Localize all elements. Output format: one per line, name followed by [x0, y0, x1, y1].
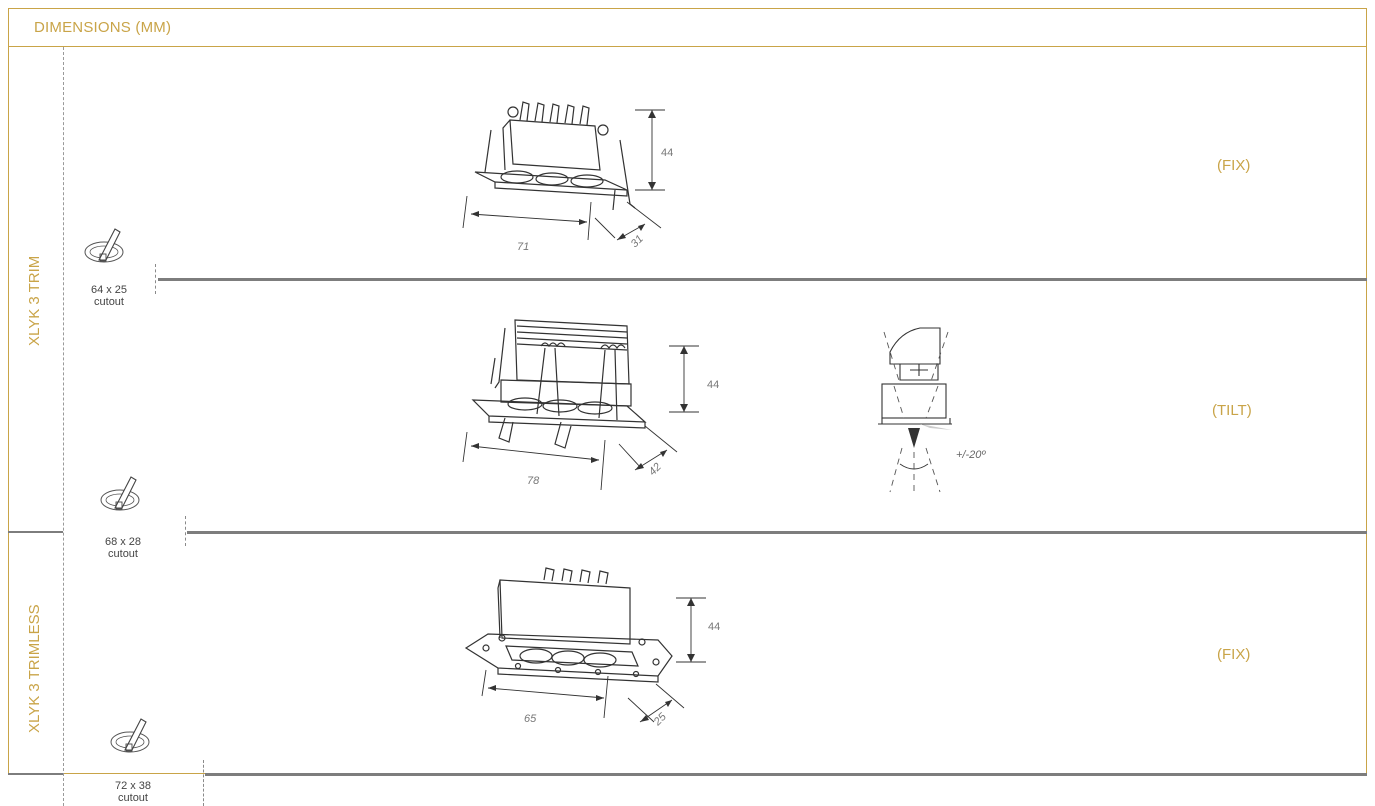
cutout-size: 68 x 28 [104, 536, 142, 548]
dim-depth: 31 [629, 233, 646, 250]
cutout-info: 64 x 25 cutout [76, 284, 142, 308]
cutout-tick [185, 516, 186, 546]
section-separator [8, 773, 63, 775]
dim-width: 71 [517, 241, 529, 253]
cutout-saw-icon [100, 476, 140, 511]
mode-label-tilt: (TILT) [1212, 402, 1252, 419]
fixture-drawing-trim-fix: 44 71 31 [462, 101, 673, 253]
tilt-angle: +/-20º [956, 449, 986, 461]
mode-label-fix: (FIX) [1217, 157, 1251, 174]
dim-height: 44 [661, 147, 673, 159]
cutout-size: 72 x 38 [114, 780, 152, 792]
dim-height: 44 [707, 379, 719, 391]
cutout-saw-icon [84, 228, 124, 263]
mode-label-fix: (FIX) [1217, 646, 1251, 663]
row-separator [187, 531, 1367, 534]
row-separator [205, 773, 1367, 776]
dim-width: 65 [524, 713, 537, 725]
dim-depth: 42 [647, 461, 664, 478]
section-separator [8, 531, 63, 533]
sidebar-divider [63, 47, 64, 806]
cutout-label: cutout [108, 548, 138, 560]
dim-height: 44 [708, 621, 720, 633]
row-separator [158, 278, 1367, 281]
fixture-drawing-trim-tilt: 44 78 42 [462, 319, 719, 491]
fixture-drawing-trimless-fix: 44 65 25 [464, 567, 720, 729]
cutout-label: cutout [94, 296, 124, 308]
section-header: DIMENSIONS (MM) [8, 8, 1367, 47]
cutout-info: 72 x 38 cutout [100, 780, 166, 804]
dim-width: 78 [527, 475, 540, 487]
cutout-info: 68 x 28 cutout [90, 536, 156, 560]
cutout-size: 64 x 25 [90, 284, 128, 296]
cutout-saw-icon [110, 718, 150, 753]
cutout-label: cutout [118, 792, 148, 804]
tilt-side-view-drawing: +/-20º [878, 327, 986, 493]
dim-depth: 25 [651, 710, 669, 728]
section-label-trim: XLYK 3 TRIM [26, 255, 43, 346]
cutout-tick [155, 264, 156, 294]
cutout-tick [203, 760, 204, 806]
header-title: DIMENSIONS (MM) [34, 19, 172, 36]
section-label-trimless: XLYK 3 TRIMLESS [26, 604, 43, 733]
